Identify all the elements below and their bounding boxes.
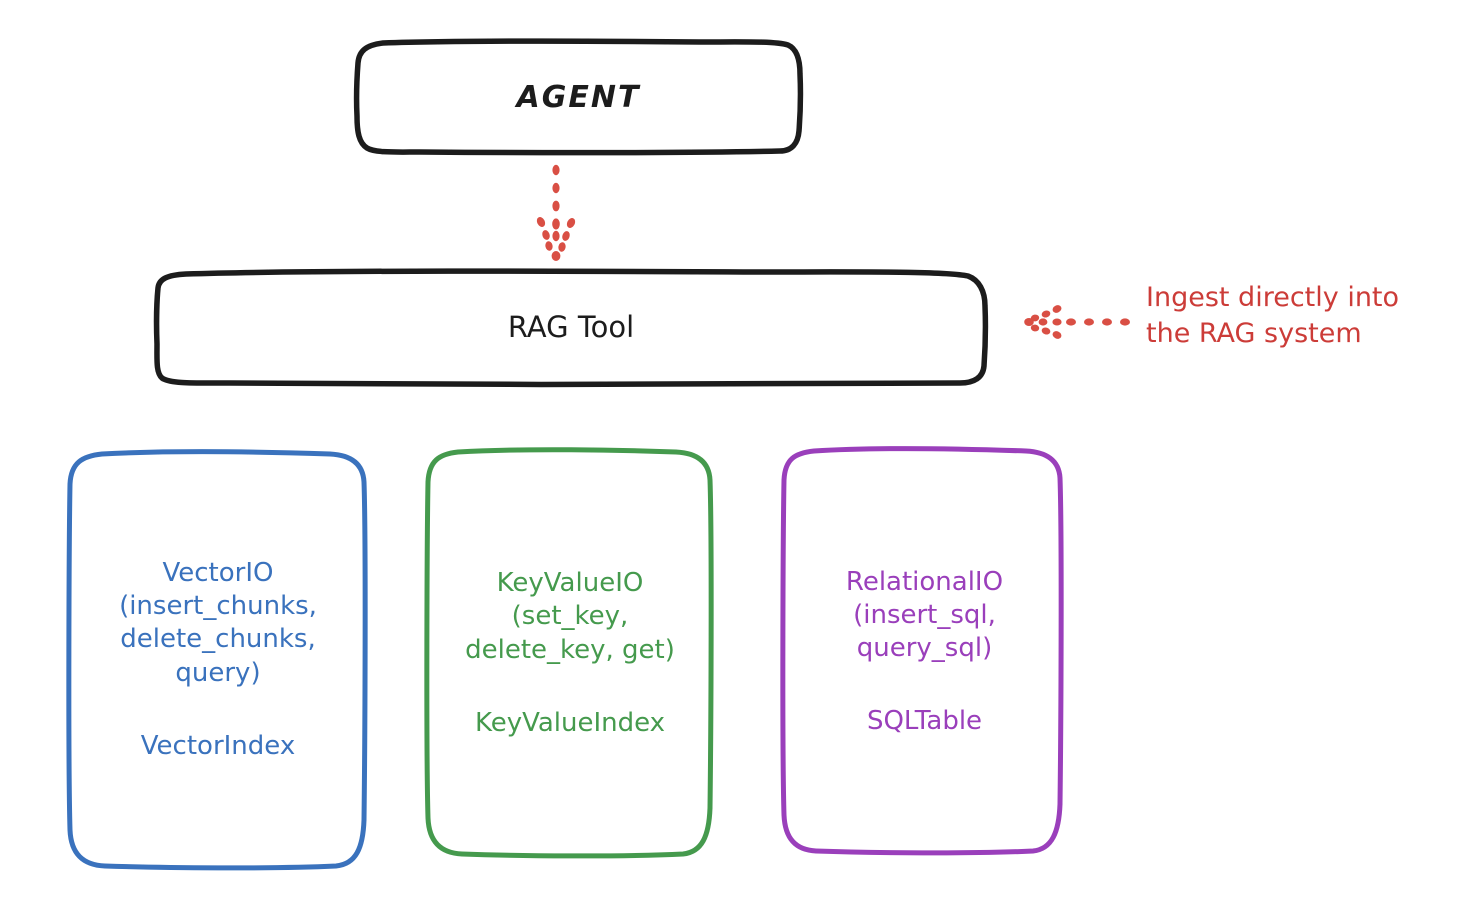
dotted-arrow-left-icon <box>1024 305 1130 339</box>
agent-box-outline <box>353 38 804 156</box>
key-value-io-box-outline <box>424 447 714 859</box>
agent-node[interactable] <box>353 38 804 156</box>
dotted-arrow-down-icon <box>536 164 576 261</box>
key-value-io-node[interactable] <box>424 447 714 859</box>
relational-io-box-outline <box>780 446 1064 856</box>
rag-tool-box-outline <box>153 268 989 388</box>
vector-io-box-outline <box>66 449 368 871</box>
rag-tool-node[interactable] <box>153 268 989 388</box>
relational-io-node[interactable] <box>780 446 1064 856</box>
vector-io-node[interactable] <box>66 449 368 871</box>
